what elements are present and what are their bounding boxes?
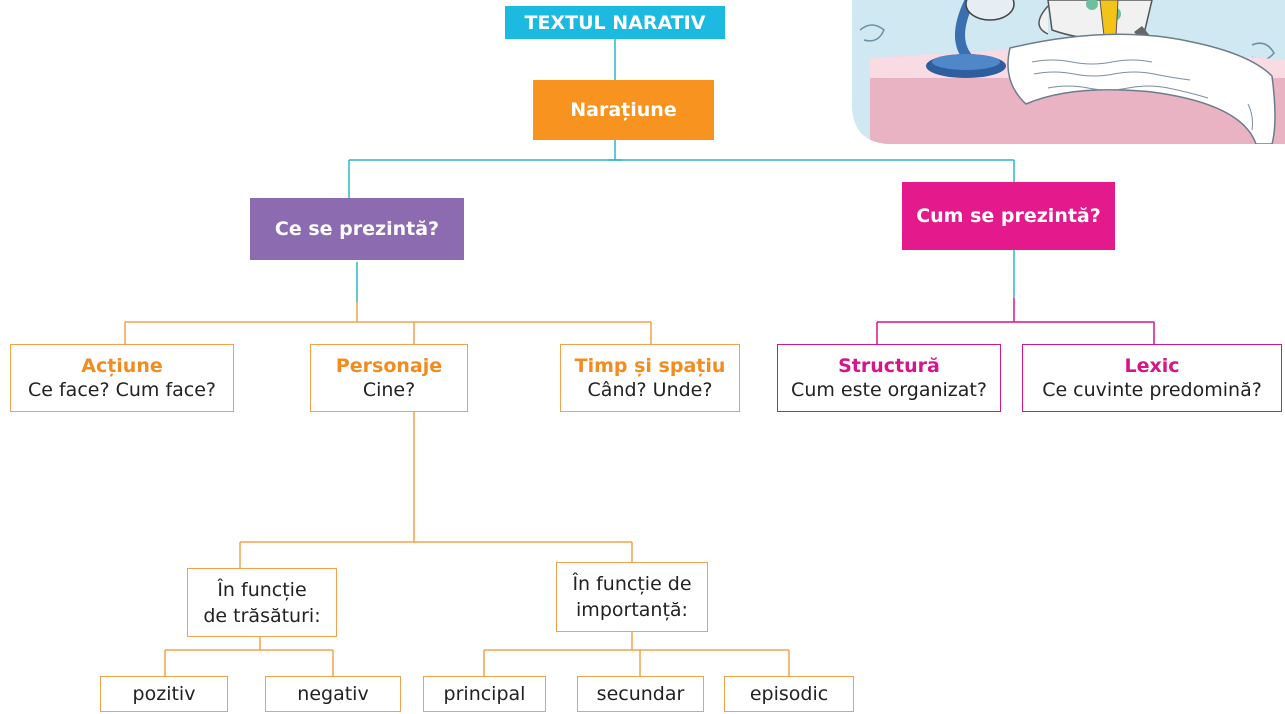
writing-illustration: [852, 0, 1285, 144]
leaf-negativ-label: negativ: [297, 683, 369, 705]
timp-spatiu-title: Timp și spațiu: [574, 354, 726, 377]
leaf-secundar: secundar: [577, 676, 704, 712]
leaf-episodic: episodic: [724, 676, 854, 712]
node-actiune: Acțiune Ce face? Cum face?: [10, 344, 234, 412]
leaf-pozitiv: pozitiv: [100, 676, 228, 712]
leaf-episodic-label: episodic: [749, 683, 829, 705]
root-node-naratiune: Narațiune: [533, 80, 714, 140]
actiune-subtitle: Ce face? Cum face?: [28, 378, 216, 401]
diagram-title: TEXTUL NARATIV: [505, 6, 725, 39]
importanta-line1: În funcție de: [572, 573, 692, 595]
node-structura: Structură Cum este organizat?: [777, 344, 1001, 412]
branch-node-what: Ce se prezintă?: [250, 198, 464, 260]
actiune-title: Acțiune: [81, 354, 163, 377]
node-dupa-importanta: În funcție de importanță:: [556, 562, 708, 632]
leaf-principal-label: principal: [443, 683, 526, 705]
trasaturi-line2: de trăsături:: [203, 604, 321, 627]
leaf-secundar-label: secundar: [596, 683, 685, 705]
node-timp-spatiu: Timp și spațiu Când? Unde?: [560, 344, 740, 412]
branch-how-label: Cum se prezintă?: [916, 205, 1101, 227]
node-dupa-trasaturi: În funcție de trăsături:: [187, 568, 337, 637]
branch-node-how: Cum se prezintă?: [902, 182, 1115, 250]
trasaturi-line1: În funcție: [217, 578, 307, 601]
lexic-title: Lexic: [1124, 354, 1180, 377]
node-lexic: Lexic Ce cuvinte predomină?: [1022, 344, 1282, 412]
leaf-pozitiv-label: pozitiv: [132, 683, 196, 705]
structura-title: Structură: [838, 354, 940, 377]
diagram-title-text: TEXTUL NARATIV: [524, 11, 706, 34]
personaje-title: Personaje: [335, 354, 443, 377]
root-node-label: Narațiune: [570, 99, 677, 121]
leaf-negativ: negativ: [265, 676, 401, 712]
lexic-subtitle: Ce cuvinte predomină?: [1042, 378, 1262, 401]
branch-what-label: Ce se prezintă?: [274, 218, 440, 240]
node-personaje: Personaje Cine?: [310, 344, 468, 412]
personaje-subtitle: Cine?: [362, 378, 416, 401]
importanta-line2: importanță:: [576, 599, 688, 621]
timp-spatiu-subtitle: Când? Unde?: [587, 378, 713, 401]
structura-subtitle: Cum este organizat?: [791, 378, 987, 401]
leaf-principal: principal: [423, 676, 546, 712]
